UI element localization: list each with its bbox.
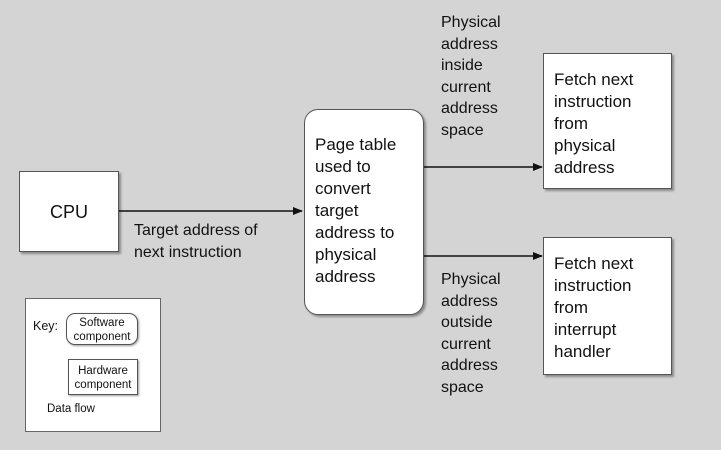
edge-label-line: address — [441, 357, 498, 374]
key-data-flow-label: Data flow — [47, 403, 95, 415]
key-hardware-line: Hardware — [78, 365, 128, 377]
fetch-interrupt-line: from — [554, 298, 588, 317]
page-table-line: address to — [315, 223, 395, 242]
fetch-interrupt-line: interrupt — [554, 320, 617, 339]
fetch-interrupt-line: instruction — [554, 276, 632, 295]
fetch-physical-line: instruction — [554, 92, 632, 111]
page-table-line: physical — [315, 245, 377, 264]
fetch-physical-box: Fetch next instruction from physical add… — [543, 53, 672, 189]
fetch-interrupt-line: handler — [554, 342, 611, 361]
page-table-line: Page table — [315, 135, 397, 154]
edge-label-line: Physical — [441, 271, 501, 288]
key-hardware-line: component — [74, 379, 132, 391]
key-hardware-component: Hardware component — [68, 359, 138, 395]
edge-label-line: address — [441, 100, 498, 117]
edge-label-line: address — [441, 292, 498, 310]
fetch-physical-line: from — [554, 114, 588, 133]
fetch-interrupt-box: Fetch next instruction from interrupt ha… — [543, 237, 672, 375]
edge-label-line: Target address of — [134, 222, 258, 239]
edge-label-line: outside — [441, 314, 493, 331]
key-software-line: Software — [79, 317, 125, 329]
page-table-line: used to — [315, 157, 371, 176]
fetch-physical-line: Fetch next — [554, 70, 634, 89]
cpu-label: CPU — [49, 201, 88, 222]
edge-label-line: address — [441, 35, 498, 53]
key-title: Key: — [33, 319, 59, 333]
cpu-box: CPU — [19, 171, 119, 252]
key-software-component: Software component — [66, 313, 138, 345]
edge-label-outside: Physical address outside current address… — [441, 269, 501, 398]
page-table-line: target — [315, 201, 359, 220]
fetch-physical-line: address — [554, 158, 615, 177]
key-legend: Key: Software component Hardware compone… — [25, 298, 161, 432]
page-table-box: Page table used to convert target addres… — [304, 109, 424, 315]
fetch-interrupt-line: Fetch next — [554, 254, 634, 273]
edge-label-target-address: Target address of next instruction — [134, 220, 258, 263]
fetch-physical-line: physical — [554, 136, 616, 155]
edge-label-line: next instruction — [134, 243, 242, 261]
edge-label-line: space — [441, 121, 484, 139]
edge-label-inside: Physical address inside current address … — [441, 12, 501, 141]
edge-label-line: Physical — [441, 14, 501, 31]
edge-label-line: space — [441, 378, 484, 396]
key-software-line: component — [73, 331, 131, 343]
edge-label-line: current — [441, 335, 491, 353]
page-table-line: convert — [315, 179, 371, 198]
edge-label-line: inside — [441, 57, 483, 74]
edge-label-line: current — [441, 78, 491, 96]
page-table-line: address — [315, 267, 376, 286]
